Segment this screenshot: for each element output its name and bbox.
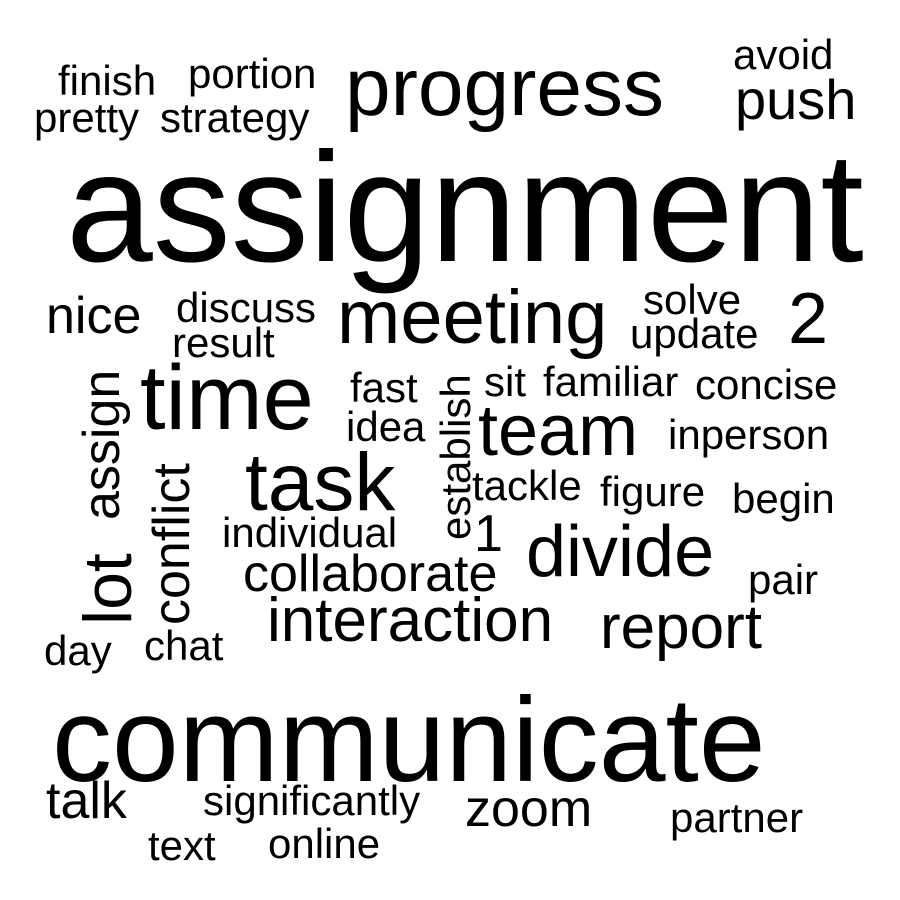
word-conflict: conflict: [143, 463, 201, 625]
word-begin: begin: [732, 475, 835, 522]
word-strategy: strategy: [160, 94, 310, 141]
word-update: update: [630, 310, 759, 357]
word-divide: divide: [526, 512, 715, 592]
word-familiar: familiar: [543, 358, 679, 405]
word-team: team: [478, 391, 639, 471]
word-result: result: [172, 319, 275, 366]
word-fast: fast: [350, 364, 418, 411]
word-pair: pair: [748, 556, 819, 603]
word-collaborate: collaborate: [243, 545, 498, 603]
word-sit: sit: [484, 358, 526, 405]
word-assign: assign: [73, 369, 131, 520]
word-task: task: [245, 437, 396, 528]
word-lot: lot: [70, 553, 146, 625]
word-inperson: inperson: [668, 411, 830, 458]
word-nice: nice: [46, 287, 142, 345]
word-push: push: [735, 68, 857, 131]
word-communicate: communicate: [52, 673, 766, 807]
word-significantly: significantly: [203, 777, 421, 824]
word-assignment: assignment: [66, 121, 864, 295]
word-establish: establish: [432, 374, 479, 540]
word-discuss: discuss: [176, 284, 317, 331]
word-zoom: zoom: [465, 780, 593, 838]
word-avoid: avoid: [733, 31, 834, 78]
word-solve: solve: [643, 276, 742, 323]
word-figure: figure: [600, 468, 706, 515]
word-progress: progress: [345, 42, 665, 133]
word-time: time: [140, 347, 314, 449]
word-interaction: interaction: [267, 586, 554, 655]
word-concise: concise: [695, 361, 838, 408]
word-text: text: [148, 822, 216, 869]
word-tackle: tackle: [472, 462, 582, 509]
word-two: 2: [788, 279, 829, 359]
word-chat: chat: [144, 622, 224, 669]
word-day: day: [44, 627, 112, 674]
word-online: online: [268, 820, 381, 867]
word-idea: idea: [346, 403, 426, 450]
word-individual: individual: [222, 509, 398, 556]
word-finish: finish: [58, 57, 157, 104]
word-meeting: meeting: [337, 275, 608, 360]
word-report: report: [600, 593, 762, 662]
word-talk: talk: [46, 772, 127, 830]
word-portion: portion: [188, 50, 317, 97]
word-one: 1: [474, 505, 503, 563]
word-partner: partner: [670, 794, 804, 841]
word-pretty: pretty: [34, 94, 140, 141]
